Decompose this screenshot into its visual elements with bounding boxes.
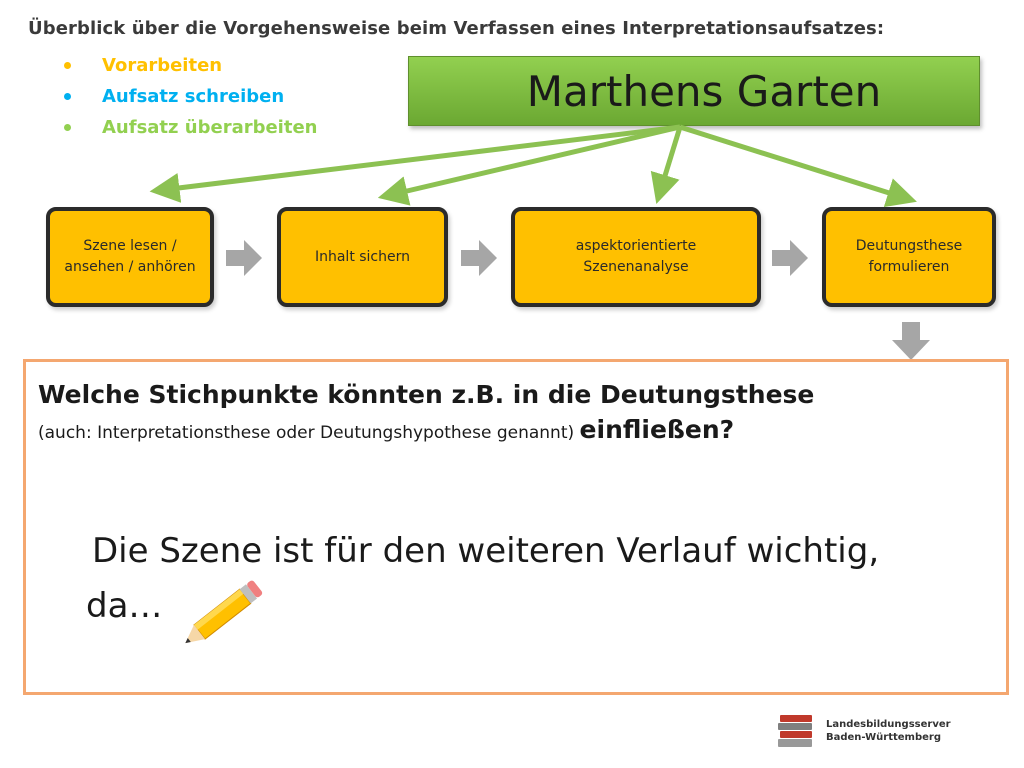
bullet-dot-icon	[64, 93, 71, 100]
logo-line2: Baden-Württemberg	[826, 732, 942, 743]
step-label-line1: Deutungsthese	[855, 238, 963, 254]
question-box: Welche Stichpunkte könnten z.B. in die D…	[23, 359, 1009, 695]
step-label-line1: Inhalt sichern	[314, 248, 411, 265]
logo-line1: Landesbildungsserver	[826, 719, 951, 730]
topic-banner: Marthens Garten	[408, 56, 980, 126]
step-label-line2: ansehen / anhören	[64, 259, 196, 275]
publisher-logo: Landesbildungsserver Baden-Württemberg	[776, 711, 951, 751]
banner-title: Marthens Garten	[526, 66, 882, 116]
question-bold-line: Welche Stichpunkte könnten z.B. in die D…	[38, 380, 815, 409]
phase-label: Aufsatz überarbeiten	[102, 117, 318, 138]
step-label-line2: formulieren	[868, 259, 950, 275]
question-end: einfließen?	[579, 415, 735, 444]
question-second-line: (auch: Interpretationsthese oder Deutung…	[38, 412, 998, 451]
connector-arrow-2	[377, 124, 681, 206]
flow-arrow-right-icon	[461, 240, 497, 276]
step-szene-lesen: Szene lesen / ansehen / anhören	[46, 207, 214, 307]
phase-label: Aufsatz schreiben	[102, 86, 285, 107]
question-text: Welche Stichpunkte könnten z.B. in die D…	[38, 378, 998, 451]
step-label-line1: Szene lesen /	[83, 238, 177, 254]
phase-label: Vorarbeiten	[102, 55, 223, 76]
bullet-dot-icon	[64, 62, 71, 69]
step-inhalt-sichern: Inhalt sichern	[277, 207, 448, 307]
flow-arrow-right-icon	[772, 240, 808, 276]
slide-title: Überblick über die Vorgehensweise beim V…	[28, 18, 885, 39]
step-label-line2: Szenenanalyse	[583, 259, 689, 275]
pencil-icon	[185, 580, 263, 644]
flow-arrow-right-icon	[226, 240, 262, 276]
flow-arrow-down-icon	[892, 322, 930, 360]
phase-item-aufsatz-schreiben: Aufsatz schreiben	[62, 81, 317, 112]
connector-arrow-1	[149, 124, 681, 203]
step-szenenanalyse: aspektorientierte Szenenanalyse	[511, 207, 761, 307]
answer-line2: da…	[86, 586, 163, 626]
question-note: (auch: Interpretationsthese oder Deutung…	[38, 423, 580, 443]
books-logo-icon	[778, 715, 812, 747]
phase-list: Vorarbeiten Aufsatz schreiben Aufsatz üb…	[62, 50, 317, 143]
answer-line1: Die Szene ist für den weiteren Verlauf w…	[92, 531, 880, 571]
connector-arrow-3	[650, 126, 683, 204]
phase-item-aufsatz-ueberarbeiten: Aufsatz überarbeiten	[62, 112, 317, 143]
connector-arrow-4	[679, 124, 917, 208]
bullet-dot-icon	[64, 124, 71, 131]
phase-item-vorarbeiten: Vorarbeiten	[62, 50, 317, 81]
step-deutungsthese: Deutungsthese formulieren	[822, 207, 996, 307]
step-label-line1: aspektorientierte	[575, 238, 697, 254]
